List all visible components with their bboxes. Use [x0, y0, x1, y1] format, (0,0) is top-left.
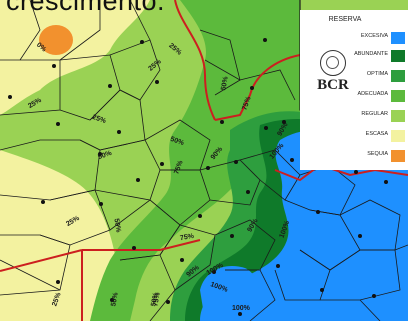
station-dot — [56, 280, 60, 284]
station-dot — [230, 234, 234, 238]
legend-swatch — [391, 130, 405, 142]
station-dot — [358, 234, 362, 238]
legend-label: ESCASA — [365, 131, 388, 137]
station-dot — [110, 298, 114, 302]
legend-swatch — [391, 90, 405, 102]
legend-label: EXCESIVA — [360, 33, 388, 39]
legend-swatch — [391, 150, 405, 162]
legend-item-sequia: SEQUIA — [302, 150, 405, 162]
legend-item-optima: OPTIMA — [302, 70, 405, 82]
zone-excesiva-south — [200, 266, 260, 321]
bcr-logo-text: BCR — [317, 77, 349, 93]
station-dot — [212, 270, 216, 274]
legend-label: ABUNDANTE — [354, 51, 388, 57]
legend-item-excesiva: EXCESIVA — [302, 32, 405, 44]
station-dot — [132, 246, 136, 250]
station-dot — [166, 300, 170, 304]
caption-text: crescimento. — [6, 0, 166, 16]
station-dot — [160, 162, 164, 166]
legend-swatch — [391, 32, 405, 44]
legend-label: REGULAR — [361, 111, 388, 117]
legend-item-regular: REGULAR — [302, 110, 405, 122]
legend-swatch — [391, 110, 405, 122]
station-dot — [238, 312, 242, 316]
zone-excesiva — [200, 130, 408, 321]
station-dot — [372, 294, 376, 298]
station-dot — [276, 264, 280, 268]
station-dot — [206, 166, 210, 170]
station-dot — [56, 122, 60, 126]
zone-escasa-sw — [0, 150, 116, 321]
station-dot — [282, 120, 286, 124]
station-dot — [155, 80, 159, 84]
station-dot — [99, 202, 103, 206]
station-dot — [108, 84, 112, 88]
station-dot — [264, 126, 268, 130]
legend-label: OPTIMA — [366, 71, 388, 77]
station-dot — [198, 214, 202, 218]
legend-item-abundante: ABUNDANTE — [302, 50, 405, 62]
map-legend: RESERVA BCR EXCESIVA ABUNDANTE OPTIMA AD… — [302, 16, 405, 168]
station-dot — [354, 170, 358, 174]
legend-swatch — [391, 70, 405, 82]
legend-item-adecuada: ADECUADA — [302, 90, 405, 102]
zone-sequia — [39, 25, 73, 55]
station-dot — [136, 178, 140, 182]
legend-item-escasa: ESCASA — [302, 130, 405, 142]
station-dot — [316, 210, 320, 214]
station-dot — [140, 40, 144, 44]
station-dot — [180, 258, 184, 262]
legend-title: RESERVA — [328, 16, 362, 23]
station-dot — [41, 200, 45, 204]
station-dot — [234, 160, 238, 164]
station-dot — [320, 288, 324, 292]
station-dot — [263, 38, 267, 42]
legend-label: ADECUADA — [357, 91, 388, 97]
station-dot — [290, 158, 294, 162]
bcr-logo: BCR — [310, 50, 370, 104]
station-dot — [52, 64, 56, 68]
zone-adecuada — [90, 0, 300, 321]
station-dot — [246, 190, 250, 194]
station-dot — [8, 95, 12, 99]
legend-label: SEQUIA — [367, 151, 388, 157]
station-dot — [250, 86, 254, 90]
station-dot — [220, 120, 224, 124]
isoline-label: 100% — [232, 305, 250, 312]
zone-escasa-nw — [0, 0, 150, 115]
station-dot — [384, 180, 388, 184]
station-dot — [98, 152, 102, 156]
legend-swatch — [391, 50, 405, 62]
bcr-seal-icon — [320, 50, 346, 76]
station-dot — [117, 130, 121, 134]
